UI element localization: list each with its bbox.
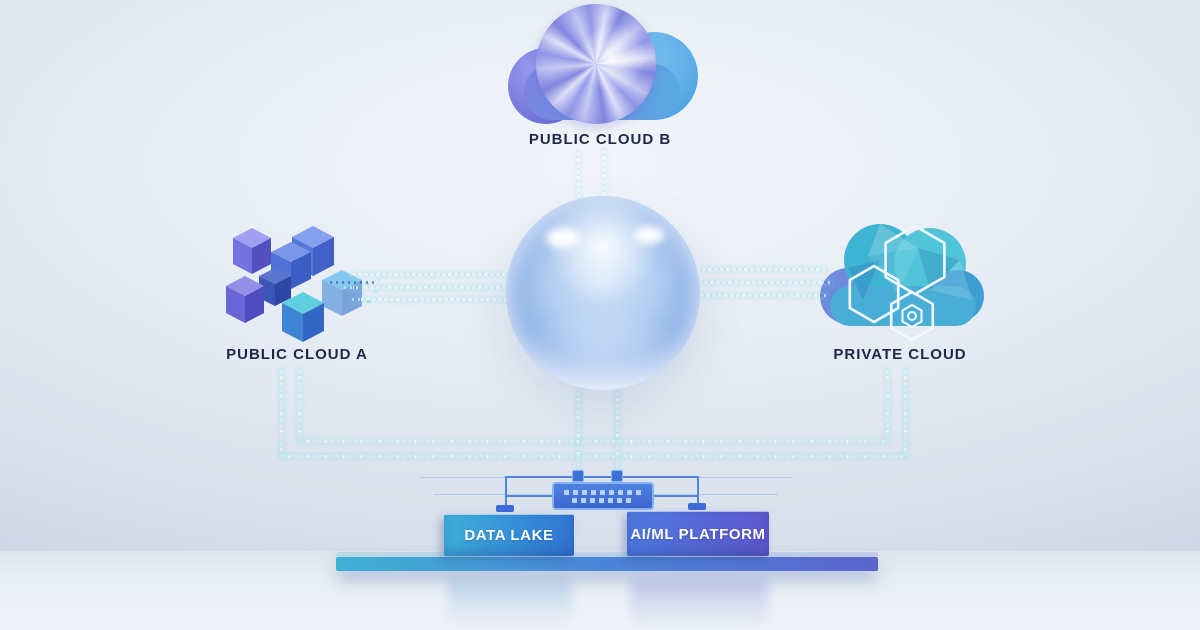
private-cloud-label: PRIVATE CLOUD [833, 346, 967, 363]
data-stream [350, 273, 508, 276]
aiml-platform-label: AI/ML PLATFORM [630, 525, 766, 543]
data-stream [616, 390, 619, 474]
hexagon-icon [889, 290, 935, 342]
hexagon-icon [848, 264, 900, 324]
platform-top [336, 552, 878, 557]
public-cloud-a-label: PUBLIC CLOUD A [226, 346, 368, 363]
connector-pad [688, 503, 706, 510]
sphere-highlight [546, 228, 580, 248]
data-stream [700, 268, 828, 271]
cube [226, 276, 264, 323]
dissolving-cube [322, 270, 381, 316]
data-conduit [298, 368, 301, 443]
connector-square [611, 470, 623, 482]
data-stream [577, 390, 580, 474]
hexagon-cloud-icon [820, 224, 984, 342]
data-conduit [886, 368, 889, 442]
faceted-cloud [820, 224, 984, 326]
wire-top [505, 476, 699, 478]
data-conduit [280, 455, 906, 458]
cube [233, 228, 271, 274]
wire-right-drop [697, 476, 699, 506]
data-bus-chip [552, 482, 654, 510]
data-stream [330, 281, 376, 284]
platform-reflection [338, 574, 876, 582]
gear-icon [901, 304, 923, 328]
data-lake-box: DATA LAKE [444, 514, 574, 556]
data-conduit [298, 440, 888, 443]
aiml-reflection [630, 580, 768, 630]
swirl-cloud-icon [508, 0, 698, 136]
data-lake-label: DATA LAKE [464, 527, 554, 544]
wire-left-drop [505, 476, 507, 508]
data-stream [603, 148, 606, 202]
data-conduit [280, 368, 283, 458]
chip-pattern [572, 497, 634, 503]
sphere-highlight [634, 226, 664, 244]
chip-pattern [564, 489, 642, 495]
aiml-platform-box: AI/ML PLATFORM [627, 511, 769, 556]
cube [259, 268, 291, 306]
data-stream [352, 298, 508, 301]
data-stream [577, 150, 580, 202]
data-stream [344, 286, 510, 289]
public-cloud-b-label: PUBLIC CLOUD B [528, 131, 672, 148]
cube [282, 292, 324, 342]
glass-sphere [506, 196, 700, 390]
data-stream [698, 294, 826, 297]
gear-center [907, 311, 917, 321]
data-lake-reflection [448, 580, 572, 628]
data-stream [702, 281, 832, 284]
connector-square [572, 470, 584, 482]
connector-pad [496, 505, 514, 512]
cube-cluster-icon [226, 226, 381, 342]
platform-bar [336, 557, 878, 571]
data-conduit [904, 368, 907, 457]
